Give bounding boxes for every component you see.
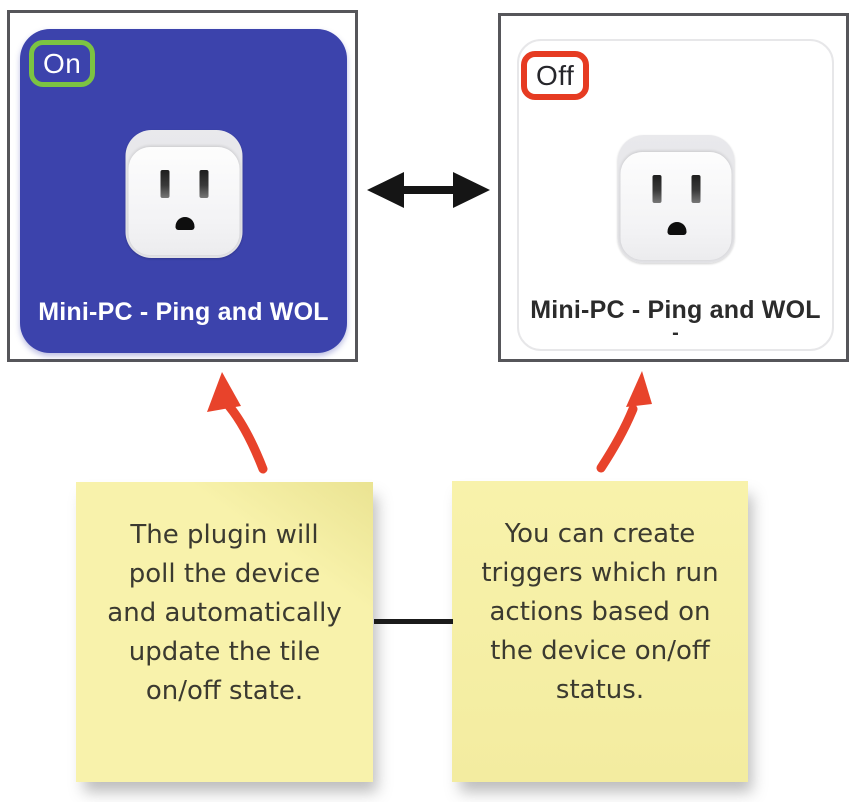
double-headed-arrow-icon <box>367 172 490 208</box>
status-badge-off: Off <box>521 51 590 101</box>
outlet-slot-right <box>199 170 208 198</box>
note-line: on/off state. <box>145 676 304 706</box>
frame-off-state: Off Mini-PC - Ping and WOL - <box>498 13 849 362</box>
note-connector-line <box>374 619 453 624</box>
note-line: actions based on <box>489 597 711 627</box>
device-label: Mini-PC - Ping and WOL <box>38 298 329 326</box>
outlet-slot-left <box>160 170 169 198</box>
power-outlet-icon <box>125 130 242 258</box>
note-line: and automatically <box>107 598 342 628</box>
outlet-slot-left <box>652 175 661 203</box>
curved-red-arrow-right-icon <box>596 371 652 473</box>
frame-on-state: On Mini-PC - Ping and WOL <box>7 10 358 362</box>
sticky-note-triggers: You can create triggers which run action… <box>452 481 748 782</box>
truncated-text-dash: - <box>672 322 679 344</box>
outlet-slot-right <box>691 175 700 203</box>
note-line: You can create <box>504 519 696 549</box>
sticky-note-polling: The plugin will poll the device and auto… <box>76 482 373 782</box>
outlet-ground-hole <box>175 217 194 230</box>
curved-red-arrow-left-icon <box>207 372 268 474</box>
outlet-faceplate <box>620 152 731 260</box>
note-line: status. <box>555 675 645 705</box>
note-line: The plugin will <box>130 520 319 550</box>
note-line: triggers which run <box>481 558 719 588</box>
power-outlet-icon <box>617 135 734 263</box>
outlet-faceplate <box>128 147 239 255</box>
note-line: update the tile <box>128 637 321 667</box>
device-tile-on[interactable]: On Mini-PC - Ping and WOL <box>20 29 347 353</box>
outlet-ground-hole <box>667 222 686 235</box>
note-line: the device on/off <box>490 636 710 666</box>
status-badge-on: On <box>29 40 96 88</box>
device-label: Mini-PC - Ping and WOL <box>530 296 821 324</box>
device-tile-off[interactable]: Off Mini-PC - Ping and WOL - <box>517 39 834 351</box>
note-line: poll the device <box>128 559 321 589</box>
